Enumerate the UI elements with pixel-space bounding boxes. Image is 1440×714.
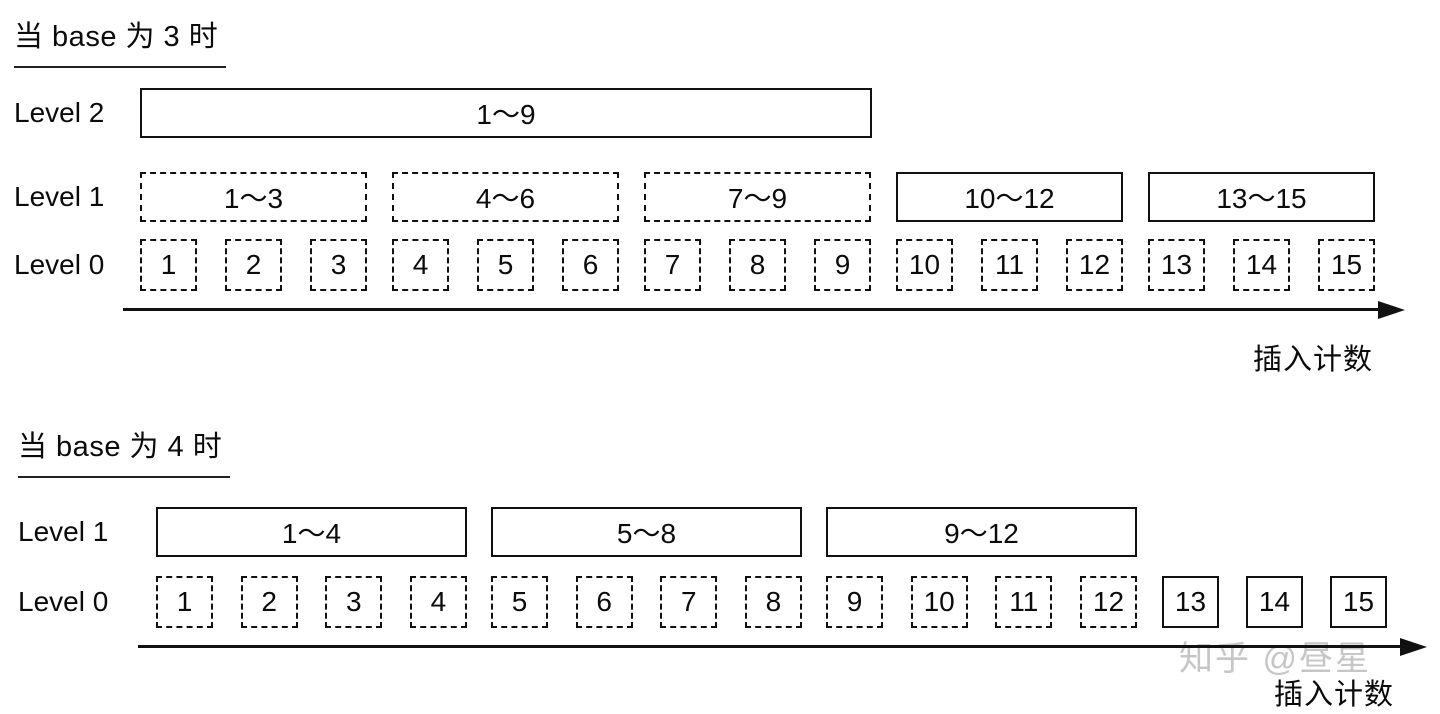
range-box: 9〜12 [826,507,1137,557]
count-box: 14 [1233,239,1290,291]
section-title-base4: 当 base 为 4 时 [18,423,231,478]
section-title-base3: 当 base 为 3 时 [14,13,227,68]
count-box: 11 [981,239,1038,291]
level-0-label: Level 0 [14,249,105,280]
count-box: 7 [660,576,718,628]
count-box: 5 [491,576,548,628]
count-box: 15 [1330,576,1387,628]
range-box: 5〜8 [491,507,802,557]
count-box: 12 [1079,576,1137,628]
axis-label-insert-count: 插入计数 [1252,344,1373,376]
count-box: 7 [644,239,701,291]
range-box: 1〜9 [140,88,872,138]
axis-arrow [123,308,1378,311]
range-box: 13〜15 [1148,172,1375,222]
range-box: 4〜6 [392,172,619,222]
watermark: 知乎 @昼星 [1179,640,1371,678]
count-box: 13 [1148,239,1205,291]
range-box: 10〜12 [896,172,1123,222]
s1-level1-row: 1〜3 4〜6 7〜9 10〜12 13〜15 [140,172,1375,222]
range-box: 1〜4 [156,507,467,557]
cell-group: 13 14 15 [1148,239,1375,291]
count-box: 1 [156,576,213,628]
cell-group: 9 10 11 12 [826,576,1137,628]
range-box: 1〜3 [140,172,367,222]
count-box: 2 [225,239,282,291]
count-box: 3 [310,239,367,291]
count-box: 12 [1066,239,1123,291]
count-box: 13 [1162,576,1219,628]
count-box: 10 [896,239,953,291]
count-box: 8 [729,239,786,291]
count-box: 14 [1246,576,1303,628]
level-1-label: Level 1 [14,181,105,212]
s1-level2-row: 1〜9 [140,88,872,138]
count-box: 10 [910,576,968,628]
count-box: 9 [814,239,871,291]
s2-level0-tail-row: 13 14 15 [1162,576,1387,628]
count-box: 4 [409,576,467,628]
s2-level1-row: 1〜4 5〜8 9〜12 [156,507,1137,557]
level-0-label: Level 0 [18,586,109,617]
count-box: 4 [392,239,449,291]
cell-group: 10 11 12 [896,239,1123,291]
range-box: 7〜9 [644,172,871,222]
count-box: 6 [575,576,633,628]
count-box: 11 [995,576,1053,628]
count-box: 6 [562,239,619,291]
count-box: 8 [744,576,802,628]
level-2-label: Level 2 [14,97,105,128]
count-box: 15 [1318,239,1375,291]
axis-label-insert-count: 插入计数 [1273,679,1394,711]
count-box: 1 [140,239,197,291]
count-box: 3 [325,576,383,628]
level-1-label: Level 1 [18,516,109,547]
axis-arrow [138,645,1400,648]
cell-group: 13 14 15 [1162,576,1387,628]
count-box: 2 [240,576,298,628]
count-box: 9 [826,576,883,628]
count-box: 5 [477,239,534,291]
